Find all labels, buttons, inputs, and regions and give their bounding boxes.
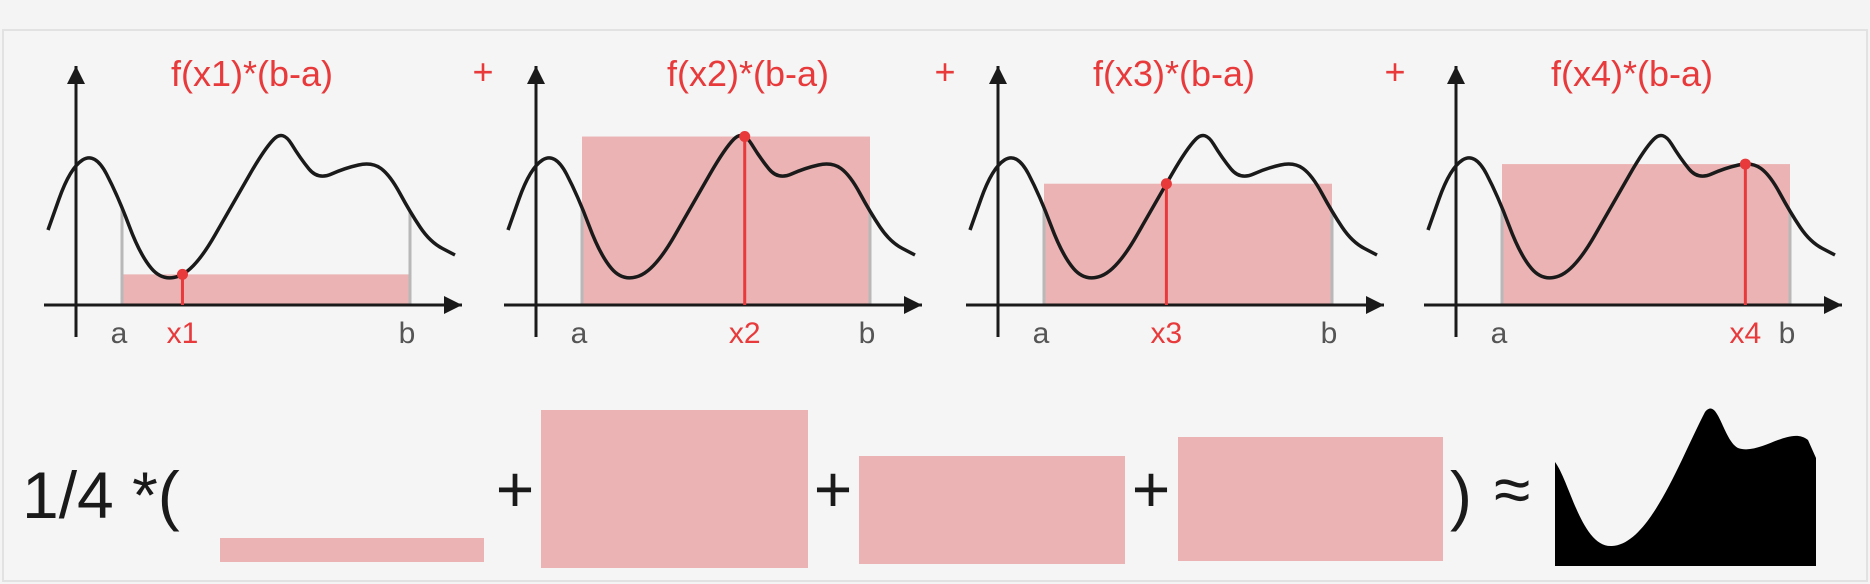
equation-close-paren: ) [1450, 458, 1472, 532]
panel-plus-3: + [1384, 51, 1405, 92]
tick-label-b: b [1321, 317, 1338, 350]
function-curve [968, 133, 1378, 280]
panel-plus-1: + [472, 51, 493, 92]
tick-label-b: b [1779, 317, 1796, 350]
equation-rect-1 [220, 538, 484, 562]
tick-label-a: a [111, 317, 128, 350]
tick-label-b: b [399, 317, 416, 350]
sample-panels: a b x1 f(x1)*(b-a) a b x2 f(x2)*(b-a) a b x3 f(x3)*… [44, 53, 1842, 350]
equation-rect-4 [1178, 437, 1443, 561]
equation-prefix: 1/4 *( [22, 458, 180, 532]
tick-label-a: a [571, 317, 588, 350]
average-equation: 1/4 *( + + + ) ≈ [22, 408, 1816, 568]
equation-plus-2: + [814, 452, 853, 526]
sample-point [1160, 178, 1172, 190]
sample-panel-3: a b x3 f(x3)*(b-a) [966, 53, 1384, 350]
sample-rectangle-2 [582, 136, 870, 305]
sample-panel-2: a b x2 f(x2)*(b-a) [504, 53, 922, 350]
function-curve [1426, 133, 1836, 280]
sample-point [176, 268, 188, 280]
sample-panel-1: a b x1 f(x1)*(b-a) [44, 53, 462, 350]
equation-rect-2 [541, 410, 808, 568]
area-under-curve-silhouette [1555, 408, 1816, 566]
sample-rectangle-4 [1502, 164, 1790, 305]
sample-point [1739, 158, 1751, 170]
function-curve [506, 133, 916, 280]
panel-title-4: f(x4)*(b-a) [1551, 53, 1713, 94]
sample-rectangle-3 [1044, 183, 1332, 305]
panel-plus-2: + [934, 51, 955, 92]
approx-sign: ≈ [1494, 452, 1530, 526]
equation-rect-3 [859, 456, 1125, 564]
equation-plus-1: + [496, 452, 535, 526]
sample-point [739, 131, 751, 143]
function-curve [46, 133, 456, 280]
sample-label-x1: x1 [167, 317, 199, 350]
sample-label-x2: x2 [729, 317, 761, 350]
sample-label-x4: x4 [1730, 317, 1762, 350]
equation-plus-3: + [1132, 452, 1171, 526]
tick-label-b: b [859, 317, 876, 350]
panel-title-3: f(x3)*(b-a) [1093, 53, 1255, 94]
tick-label-a: a [1033, 317, 1050, 350]
sample-panel-4: a b x4 f(x4)*(b-a) [1424, 53, 1842, 350]
tick-label-a: a [1491, 317, 1508, 350]
panel-title-2: f(x2)*(b-a) [667, 53, 829, 94]
panel-title-1: f(x1)*(b-a) [171, 53, 333, 94]
sample-label-x3: x3 [1151, 317, 1183, 350]
